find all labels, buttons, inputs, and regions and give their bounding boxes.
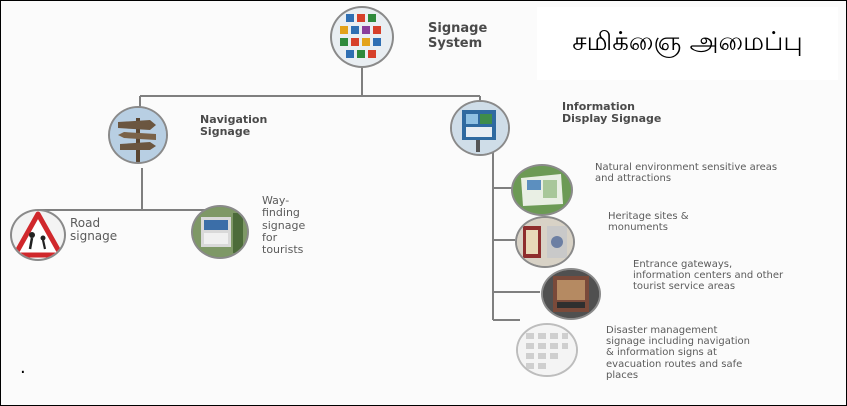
- disaster-management-label: Disaster management signage including na…: [606, 325, 750, 381]
- wayfinding-label: Way- finding signage for tourists: [262, 194, 306, 257]
- footer-mark: .: [20, 357, 26, 378]
- heritage-sites-icon: [515, 216, 575, 268]
- natural-environment-label: Natural environment sensitive areas and …: [595, 162, 778, 185]
- root-label: Signage System: [428, 21, 488, 51]
- road-sign-icon: [10, 209, 66, 261]
- signage-system-icon: [330, 6, 394, 68]
- natural-environment-icon: [511, 164, 573, 216]
- wayfinding-sign-icon: [191, 205, 249, 259]
- tamil-title: சமிக்ஞை அமைப்பு: [537, 7, 838, 80]
- navigation-label: Navigation Signage: [200, 113, 268, 139]
- disaster-management-icon: [516, 323, 578, 377]
- road-label: Road signage: [70, 216, 118, 244]
- entrance-gateways-label: Entrance gateways, information centers a…: [633, 259, 784, 293]
- information-label: Information Display Signage: [562, 100, 662, 126]
- heritage-sites-label: Heritage sites & monuments: [608, 211, 689, 234]
- information-display-icon: [450, 100, 510, 156]
- entrance-gateways-icon: [541, 268, 601, 320]
- navigation-signpost-icon: [108, 106, 168, 164]
